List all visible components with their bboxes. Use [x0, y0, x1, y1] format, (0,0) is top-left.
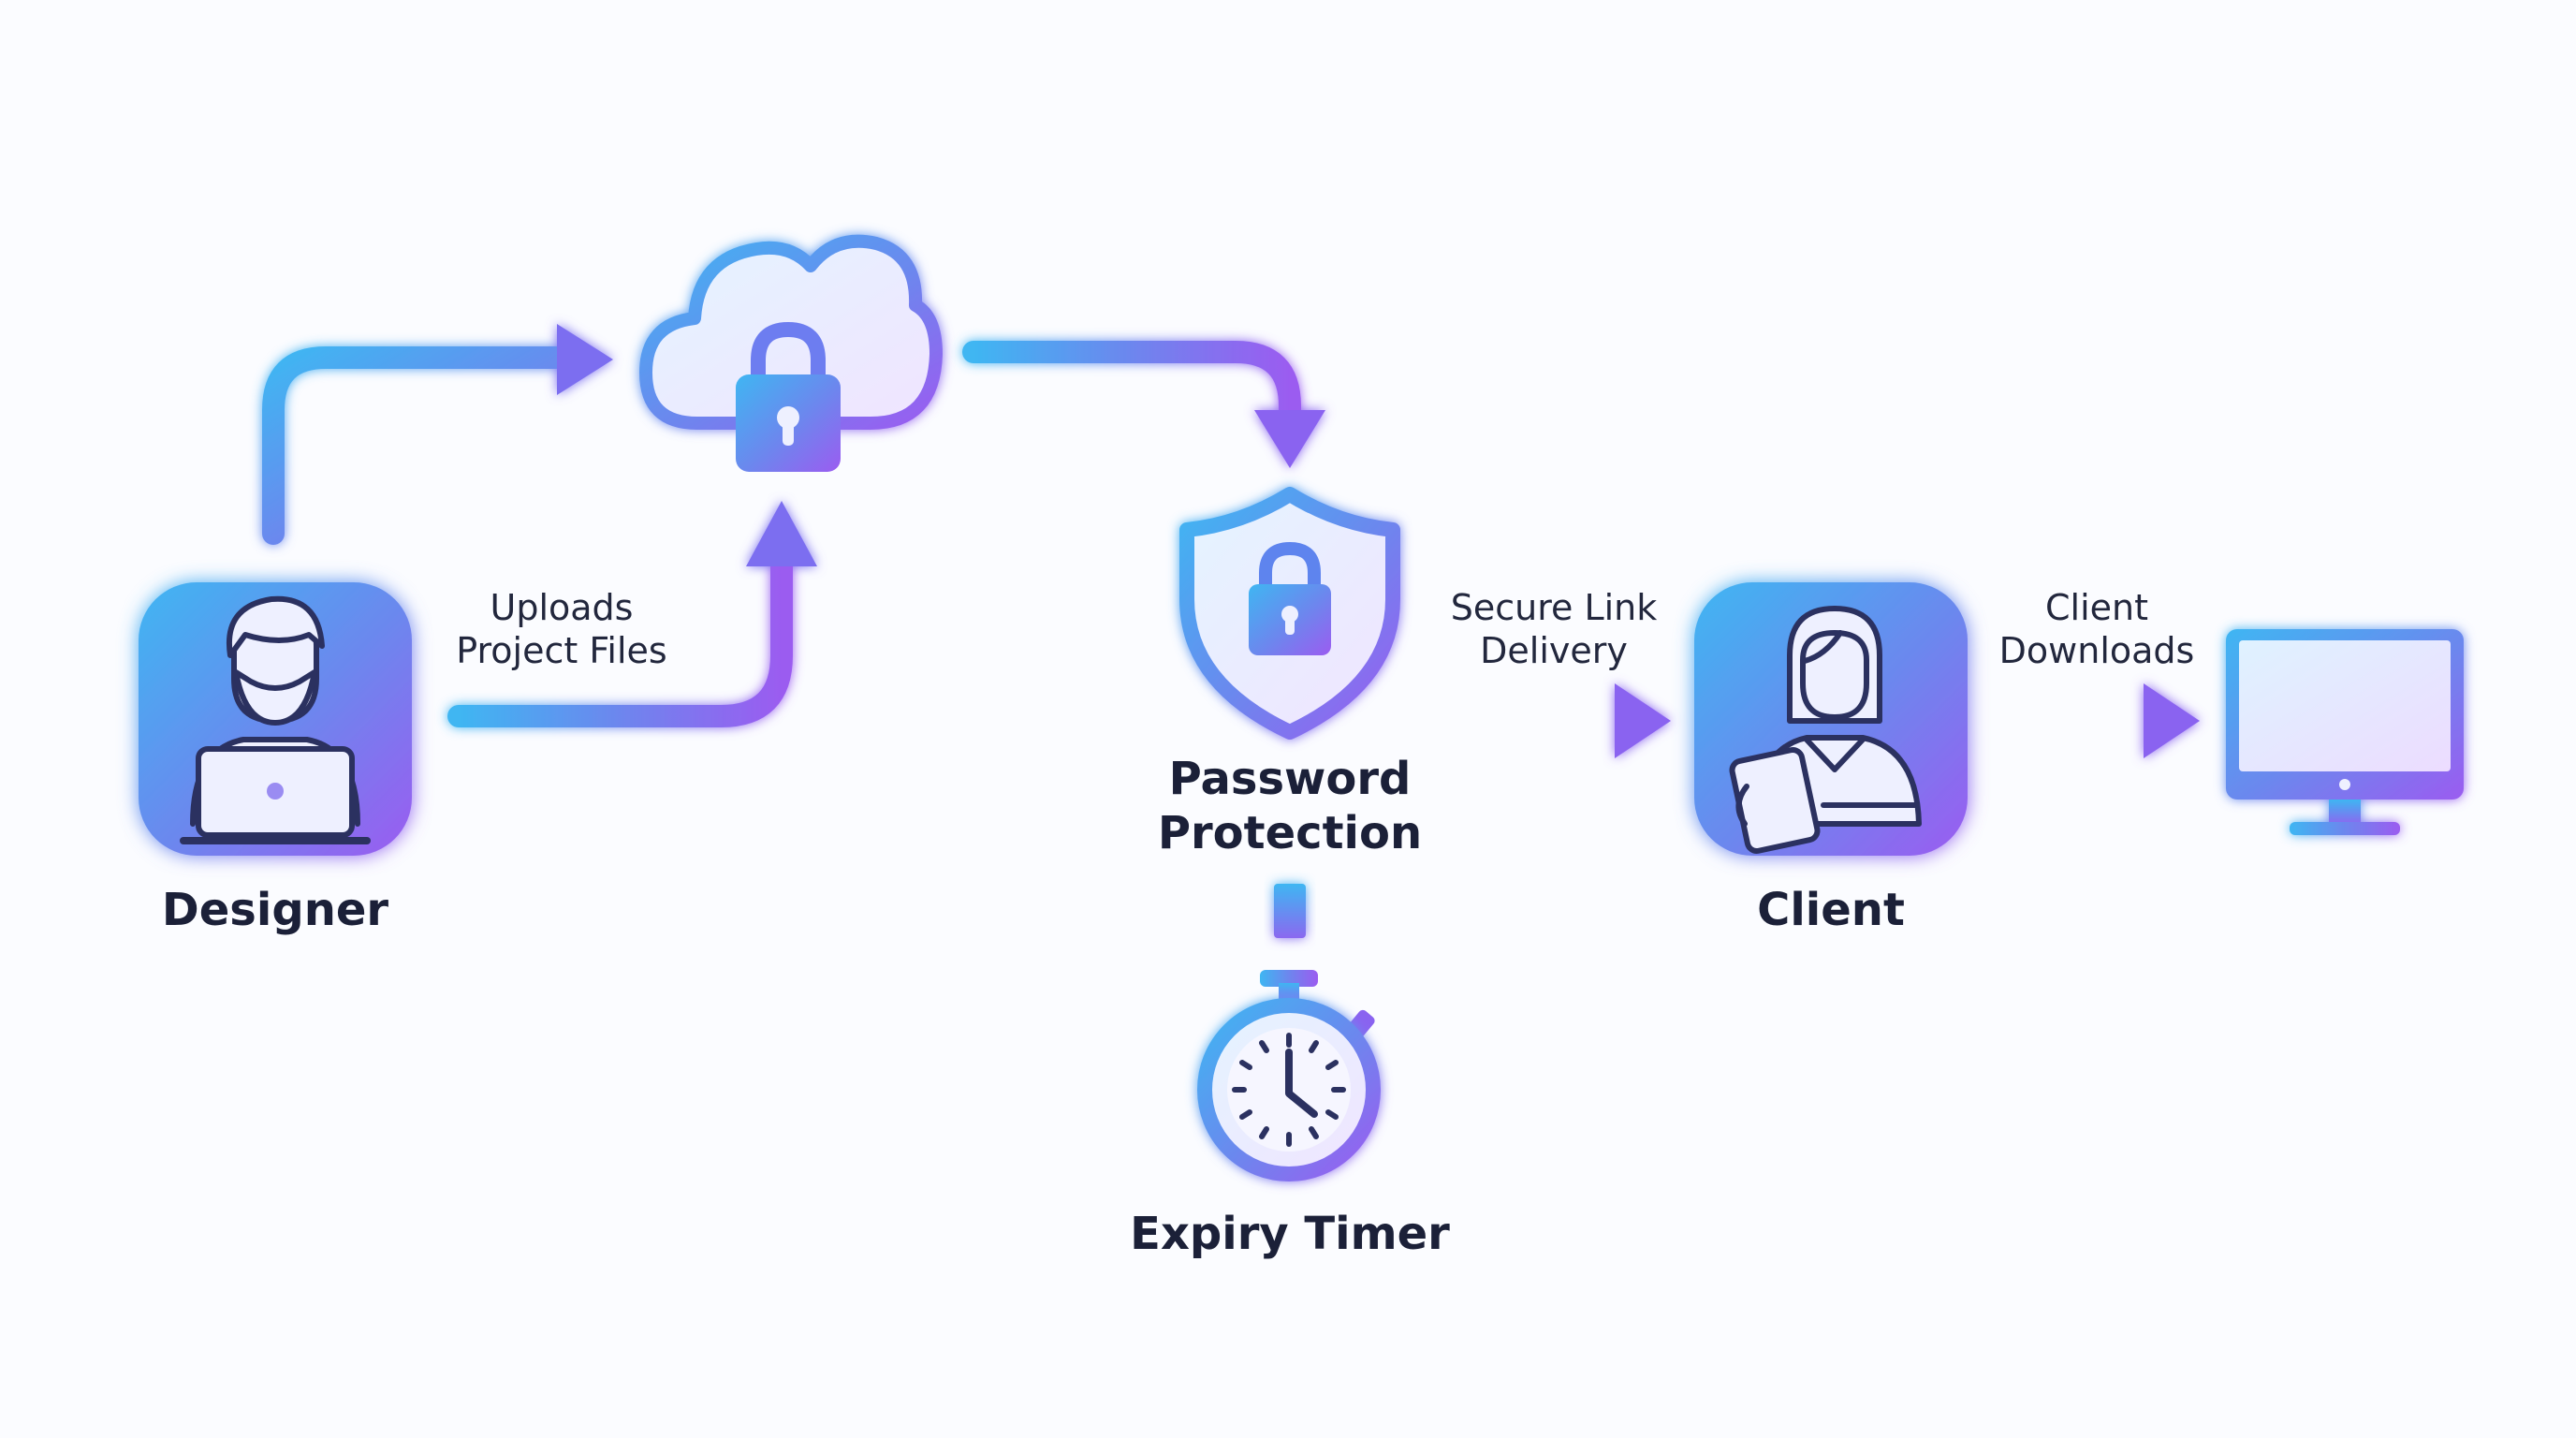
secure-link-edge-label: Secure Link Delivery — [1450, 587, 1658, 672]
designer-laptop-icon — [180, 595, 371, 844]
cloud-node — [639, 234, 943, 472]
designer-label: Designer — [161, 884, 389, 936]
timer-node — [1197, 970, 1381, 1181]
designer-node — [139, 582, 412, 856]
password-node — [1179, 487, 1400, 740]
client-downloads-edge-label: Client Downloads — [1998, 587, 2195, 672]
expiry-timer-label: Expiry Timer — [1130, 1208, 1450, 1260]
client-node — [1694, 582, 1968, 856]
cloud-lock-icon — [639, 234, 943, 472]
arrow-secure-link — [1444, 683, 1671, 758]
connector-password-to-timer — [1274, 884, 1306, 938]
stopwatch-icon — [1197, 970, 1381, 1181]
arrow-cloud-to-password — [962, 341, 1325, 468]
monitor-icon — [2226, 629, 2464, 835]
uploads-edge-label: Uploads Project Files — [456, 587, 667, 672]
arrow-uploads-to-cloud — [447, 501, 817, 727]
password-protection-label: Password Protection — [1157, 753, 1423, 859]
arrow-client-downloads — [1997, 683, 2200, 758]
monitor-node — [2226, 629, 2464, 835]
client-tablet-icon — [1729, 606, 1922, 854]
shield-lock-icon — [1179, 487, 1400, 740]
client-label: Client — [1757, 884, 1905, 936]
arrow-designer-to-cloud-top — [262, 324, 613, 545]
